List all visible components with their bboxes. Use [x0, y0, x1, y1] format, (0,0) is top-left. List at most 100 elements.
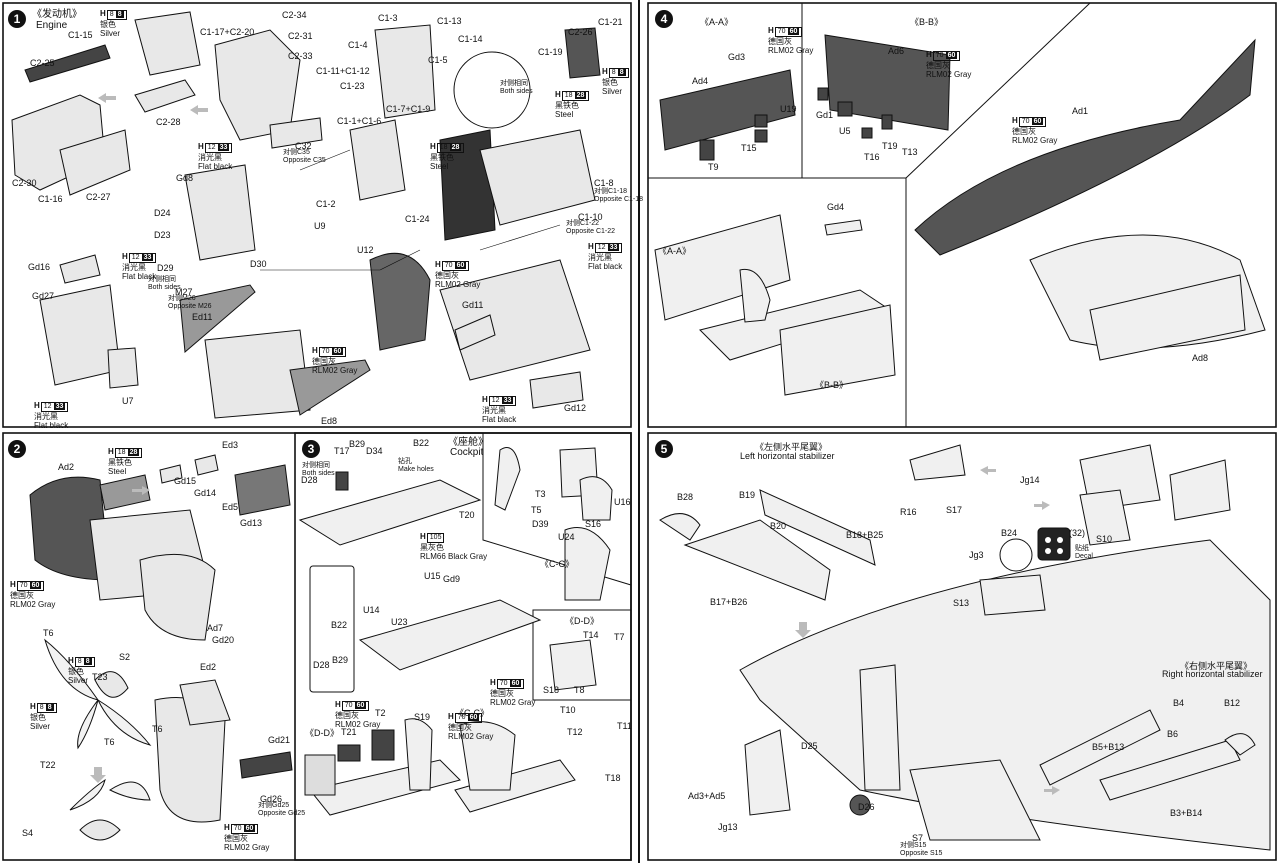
panel-frame-5 [647, 432, 1277, 861]
part-label: C1-4 [348, 40, 368, 50]
part-label: T22 [40, 760, 56, 770]
part-label: U16 [614, 497, 631, 507]
part-label: C1-10 [578, 212, 603, 222]
subframe-3-detail [309, 565, 355, 693]
part-label: U7 [122, 396, 134, 406]
part-label: S17 [946, 505, 963, 515]
part-label: T9 [708, 162, 719, 172]
part-label: Gd8 [176, 173, 194, 183]
stabilizer-parts [659, 444, 1271, 851]
part-label: D34 [366, 446, 383, 456]
part-label: C2-31 [288, 31, 313, 41]
part-label: C1-24 [405, 214, 430, 224]
part-label: Ad8 [1192, 353, 1209, 363]
step-3-title-cn: 《座舱》 [448, 437, 488, 448]
assembly-arrows-2 [90, 486, 150, 783]
part-label: U9 [314, 221, 326, 231]
part-label: B3+B14 [1170, 808, 1203, 818]
subframe-3-dd [532, 609, 632, 701]
part-label: C2-26 [568, 27, 593, 37]
part-label: Ed11 [192, 312, 213, 322]
part-label: T7 [614, 632, 625, 642]
part-label: Gd27 [32, 291, 55, 301]
part-label: D28 [301, 475, 318, 485]
part-label: R16 [900, 507, 917, 517]
part-label: T6 [152, 724, 163, 734]
part-label: U14 [363, 605, 380, 615]
step-1-title-cn: 《发动机》 [32, 9, 82, 20]
part-label: B5+B13 [1092, 742, 1125, 752]
part-label: T21 [341, 727, 357, 737]
part-label: Ad6 [888, 46, 905, 56]
part-label: Jg14 [1020, 475, 1040, 485]
section-cc-upper: 《C-C》 [540, 559, 574, 569]
cockpit-floor-parts [298, 447, 613, 816]
part-label: U5 [839, 126, 851, 136]
part-label: T2 [375, 708, 386, 718]
part-label: B28 [677, 492, 694, 502]
part-label: T6 [43, 628, 54, 638]
part-label: C1-17+C2-20 [200, 27, 255, 37]
part-label: D39 [532, 519, 549, 529]
section-aa-top: 《A-A》 [700, 17, 734, 27]
part-label: B4 [1173, 698, 1185, 708]
section-bb-mid: 《B-B》 [815, 380, 849, 390]
part-label: C2-25 [30, 58, 55, 68]
part-label: U23 [391, 617, 408, 627]
assembly-arrows-1 [98, 93, 208, 115]
instrument-panel-decal [849, 527, 1071, 816]
part-label: Jg3 [969, 550, 984, 560]
part-label: Gd13 [240, 518, 263, 528]
part-label: D28 [313, 660, 330, 670]
part-label: Gd1 [816, 110, 834, 120]
panel-frame-4 [647, 2, 1277, 428]
part-label: Gd20 [212, 635, 235, 645]
part-label: C1-11+C1-12 [316, 66, 370, 76]
step-3-title-en: Cockpit [450, 447, 484, 458]
part-label: C1-7+C1-9 [386, 104, 431, 114]
part-label: D25 [801, 741, 818, 751]
part-label: C2-28 [156, 117, 181, 127]
part-label: B20 [770, 521, 787, 531]
step-3-badge: 3 [302, 440, 320, 458]
part-label: C1-16 [38, 194, 63, 204]
part-label: C1-21 [598, 17, 623, 27]
part-label: Ad2 [58, 462, 75, 472]
part-label: Gd11 [462, 300, 484, 310]
part-label: Gd21 [268, 735, 291, 745]
right-stabilizer-cn: 《右侧水平尾翼》 [1180, 661, 1253, 671]
part-label: S16 [585, 519, 602, 529]
part-label: Gd12 [564, 403, 587, 413]
step-1-title-en: Engine [36, 20, 68, 31]
part-label: T10 [560, 705, 576, 715]
part-label: S2 [119, 652, 131, 662]
fuselage-light-parts [654, 214, 1266, 396]
section-dd-upper: 《D-D》 [565, 616, 599, 626]
part-label: U19 [780, 104, 797, 114]
part-label: Ed8 [321, 416, 338, 426]
part-label: C1-3 [378, 13, 398, 23]
part-label: C1-5 [428, 55, 448, 65]
fuselage-small-parts [699, 87, 893, 161]
part-label: C32 [295, 141, 312, 151]
